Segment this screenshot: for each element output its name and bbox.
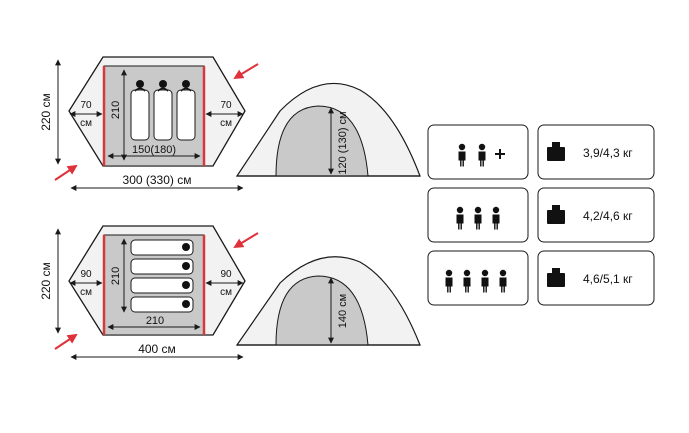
top-inner-width-label: 150(180) xyxy=(132,144,176,156)
bottom-left-vestibule-unit: см xyxy=(80,287,92,298)
top-entrance-arrow-right xyxy=(233,63,259,80)
top-inner-height-label: 210 xyxy=(110,101,122,119)
bottom-left-vestibule-value: 90 xyxy=(80,269,92,280)
top-sleeping-bags xyxy=(130,79,196,141)
bottom-right-vestibule-value: 90 xyxy=(220,269,232,280)
bottom-inner-height-label: 210 xyxy=(110,267,122,285)
top-side-view: 120 (130) см xyxy=(235,82,421,177)
spec-table: 3,9/4,3 кг 4,2/4,6 кг 4,6/5,1 кг xyxy=(427,124,655,306)
bottom-entrance-arrow-left xyxy=(54,333,78,350)
top-right-vestibule-unit: см xyxy=(220,118,232,129)
weight-card xyxy=(537,187,655,243)
capacity-card xyxy=(427,124,529,180)
weight-value: 4,6/5,1 кг xyxy=(583,272,633,286)
top-right-vestibule-value: 70 xyxy=(220,100,232,111)
top-left-vestibule-unit: см xyxy=(80,118,92,129)
top-floor-plan: 210 150(180) 70 см 70 см 220 см 300 (330… xyxy=(39,56,259,191)
top-left-vestibule-value: 70 xyxy=(80,100,92,111)
top-overall-width-label: 300 (330) см xyxy=(123,173,192,187)
capacity-card xyxy=(427,250,529,306)
bottom-right-vestibule-unit: см xyxy=(220,287,232,298)
weight-value: 4,2/4,6 кг xyxy=(583,209,633,223)
bottom-height-label: 220 см xyxy=(39,262,53,300)
bottom-side-view: 140 см xyxy=(235,256,421,346)
top-height-label: 220 см xyxy=(39,93,53,131)
top-side-height-label: 120 (130) см xyxy=(337,111,349,174)
bottom-overall-width-label: 400 см xyxy=(138,342,176,356)
bottom-entrance-arrow-right xyxy=(233,232,259,249)
two-persons-plus-icon xyxy=(458,143,505,167)
bottom-sleeping-bags xyxy=(130,239,194,313)
weight-card xyxy=(537,124,655,180)
bottom-side-height-label: 140 см xyxy=(337,294,349,328)
bottom-floor-plan: 210 210 90 см 90 см 220 см 400 см xyxy=(39,225,259,360)
weight-value: 3,9/4,3 кг xyxy=(583,146,633,160)
weight-card xyxy=(537,250,655,306)
top-entrance-arrow-left xyxy=(54,164,78,181)
bottom-inner-width-label: 210 xyxy=(146,315,164,327)
